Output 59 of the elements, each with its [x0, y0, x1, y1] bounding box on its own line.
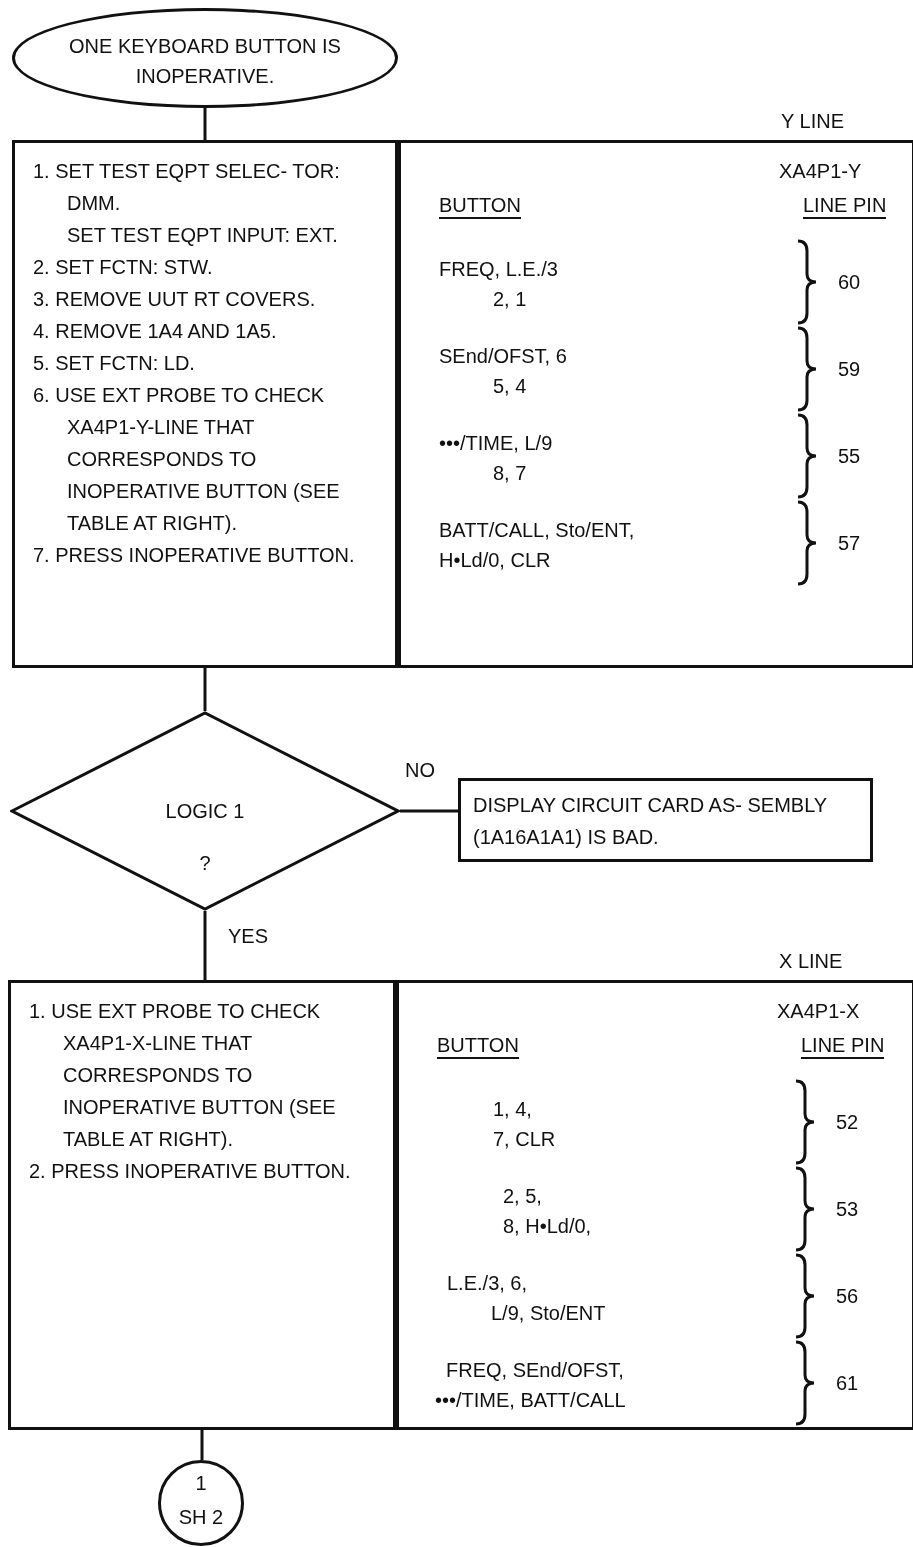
step-box [8, 980, 396, 1430]
table-heading: X LINE [779, 949, 843, 973]
step-text: 2. SET FCTN: STW. [33, 255, 214, 280]
table-heading: Y LINE [781, 109, 844, 133]
button-list: 8, 7 [493, 461, 527, 485]
pin-number: 52 [836, 1110, 859, 1134]
button-list: FREQ, SEnd/OFST, [446, 1358, 624, 1382]
connector-text: SH 2 [177, 1505, 225, 1529]
process-box [458, 778, 873, 862]
connector-line [203, 108, 207, 140]
step-box [12, 140, 398, 668]
pin-number: 57 [838, 531, 861, 555]
button-list: 2, 5, [503, 1184, 542, 1208]
step-text: SET TEST EQPT INPUT: EXT. [66, 223, 339, 248]
button-list: H•Ld/0, CLR [439, 548, 551, 572]
connector-designation: XA4P1-X [777, 999, 860, 1023]
step-text: 2. PRESS INOPERATIVE BUTTON. [29, 1159, 352, 1184]
decision-text: ? [198, 851, 212, 875]
step-text: 5. SET FCTN: LD. [33, 351, 196, 376]
terminal-oval [12, 8, 398, 108]
column-header: BUTTON [437, 1033, 519, 1059]
pin-number: 61 [836, 1371, 859, 1395]
connector-line [200, 1430, 204, 1460]
pin-number: 59 [838, 357, 861, 381]
result-text: DISPLAY CIRCUIT CARD AS- SEMBLY (1A16A1A1) IS BAD. [473, 793, 828, 850]
button-list: L/9, Sto/ENT [491, 1301, 606, 1325]
button-list: 1, 4, [493, 1097, 532, 1121]
off-page-connector [158, 1460, 244, 1546]
button-list: L.E./3, 6, [447, 1271, 528, 1295]
connector-designation: XA4P1-Y [779, 159, 862, 183]
step-text: 1. USE EXT PROBE TO CHECK XA4P1-X-LINE THAT CORRESPONDS TO INOPERATIVE BUTTON (SEE TABLE AT RIGHT). [29, 999, 337, 1152]
step-text: 7. PRESS INOPERATIVE BUTTON. [33, 543, 356, 568]
step-text: 6. USE EXT PROBE TO CHECK XA4P1-Y-LINE THAT CORRESPONDS TO INOPERATIVE BUTTON (SEE TABLE AT RIGHT). [33, 383, 341, 536]
column-header: LINE PIN [803, 193, 887, 219]
button-list: FREQ, L.E./3 [439, 257, 558, 281]
button-list: BATT/CALL, Sto/ENT, [439, 518, 635, 542]
step-text: 3. REMOVE UUT RT COVERS. [33, 287, 317, 312]
button-list: 5, 4 [493, 374, 527, 398]
decision-diamond [10, 711, 400, 911]
button-list: 2, 1 [493, 287, 527, 311]
button-list: •••/TIME, BATT/CALL [435, 1388, 626, 1412]
pin-number: 55 [838, 444, 861, 468]
column-header: LINE PIN [801, 1033, 885, 1059]
step-text: 1. SET TEST EQPT SELEC- TOR: DMM. [33, 159, 341, 216]
column-header: BUTTON [439, 193, 521, 219]
connector-line [203, 911, 207, 980]
button-list: 8, H•Ld/0, [503, 1214, 592, 1238]
button-list: SEnd/OFST, 6 [439, 344, 567, 368]
step-text: 4. REMOVE 1A4 AND 1A5. [33, 319, 278, 344]
terminal-text: ONE KEYBOARD BUTTON IS INOPERATIVE. [68, 34, 342, 89]
decision-text: LOGIC 1 [164, 799, 246, 823]
button-list: 7, CLR [493, 1127, 556, 1151]
connector-text: 1 [194, 1471, 208, 1495]
connector-line [203, 668, 207, 711]
button-list: •••/TIME, L/9 [439, 431, 553, 455]
connector-line [400, 809, 458, 813]
pin-number: 53 [836, 1197, 859, 1221]
pin-number: 60 [838, 270, 861, 294]
pin-number: 56 [836, 1284, 859, 1308]
